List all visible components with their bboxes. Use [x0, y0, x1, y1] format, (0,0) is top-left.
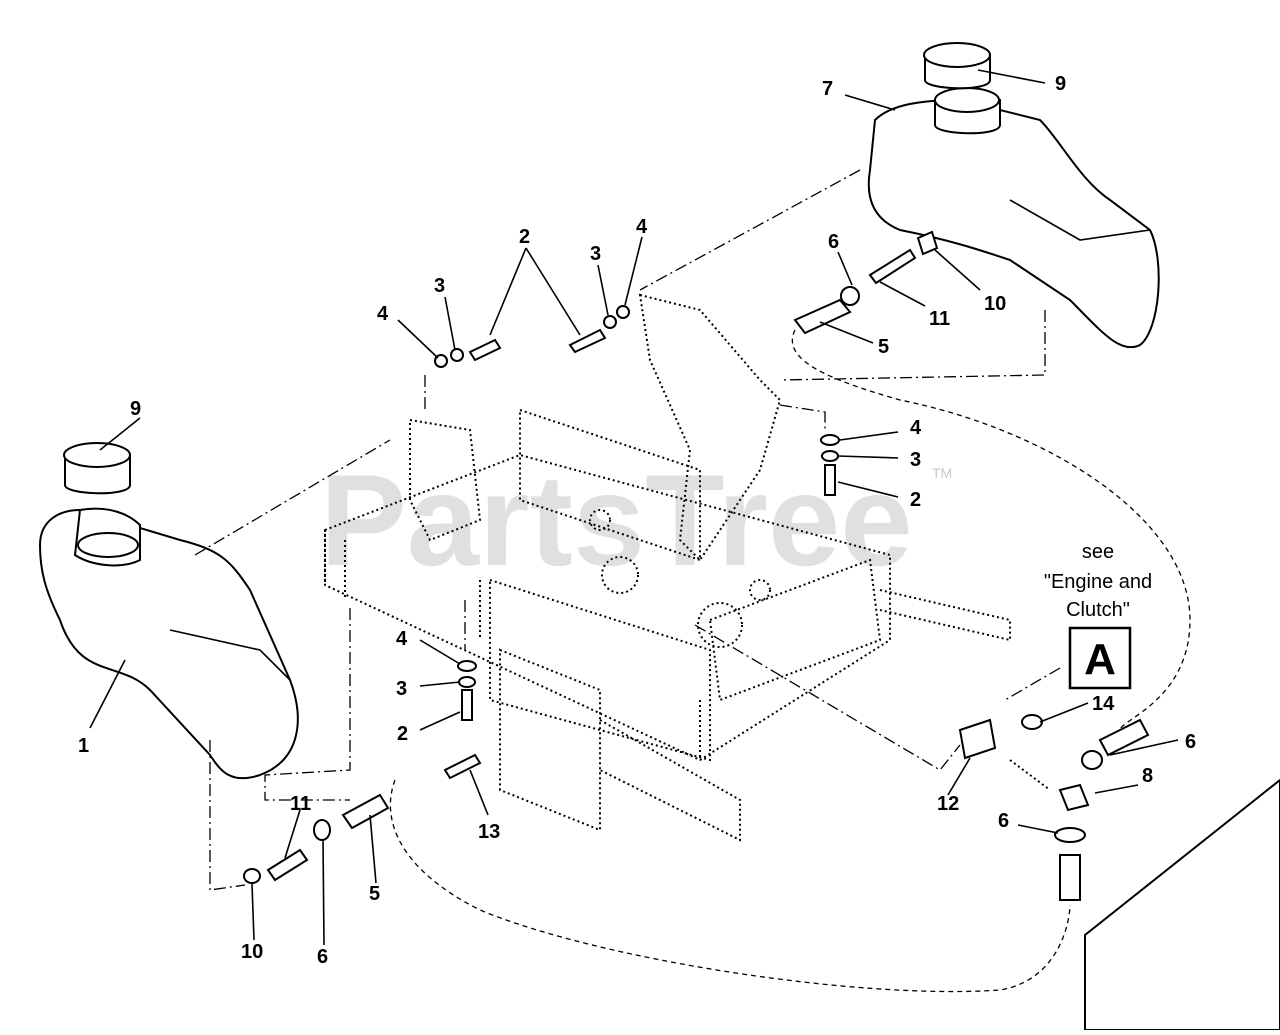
bolt-assembly-left [434, 338, 502, 368]
callout-14-nut: 14 [1092, 693, 1115, 715]
leader-lines [89, 69, 1179, 946]
callout-3-lockwasher: 3 [590, 243, 601, 265]
callout-4-washer: 4 [636, 216, 648, 238]
callout-6-clamp: 6 [317, 946, 328, 968]
reference-note-line-3: Clutch" [1066, 599, 1130, 621]
callout-3-lockwasher: 3 [910, 449, 921, 471]
watermark: PartsTree [320, 447, 913, 593]
callout-5-hose: 5 [878, 336, 889, 358]
bolt-assembly-center [568, 305, 630, 354]
callout-3-lockwasher: 3 [396, 678, 407, 700]
reference-note: see "Engine and Clutch" [1044, 541, 1152, 621]
callout-9-fuel-cap-right: 9 [1055, 73, 1066, 95]
callout-2-bolt: 2 [397, 723, 408, 745]
right-fuel-tank [867, 87, 1160, 349]
bolt-assembly-lower [443, 660, 482, 780]
bolt-assembly-right [820, 434, 840, 496]
callout-12-clip: 12 [937, 793, 959, 815]
left-fuel-fittings [243, 793, 390, 884]
reference-box: A [1068, 626, 1132, 690]
callout-11-fitting: 11 [290, 793, 311, 815]
callout-13-bolt: 13 [478, 821, 500, 843]
callout-6-clamp: 6 [998, 810, 1009, 832]
callout-3-lockwasher: 3 [434, 275, 445, 297]
callout-10-bushing: 10 [984, 293, 1006, 315]
side-panel [1084, 778, 1280, 1031]
chassis-frame [324, 293, 1011, 842]
callout-9-fuel-cap-left: 9 [130, 398, 141, 420]
callout-5-hose: 5 [369, 883, 380, 905]
watermark-trademark: TM [932, 465, 952, 481]
callout-2-bolt: 2 [910, 489, 921, 511]
callout-6-clamp: 6 [828, 231, 839, 253]
callout-10-bushing: 10 [241, 941, 263, 963]
callout-6-clamp: 6 [1185, 731, 1196, 753]
reference-note-line-1: see [1082, 541, 1114, 563]
left-fuel-cap [63, 442, 131, 495]
right-fuel-fittings [793, 230, 939, 335]
fuel-hoses [389, 329, 1191, 993]
callout-4-washer: 4 [910, 417, 922, 439]
right-fuel-cap [923, 42, 991, 90]
reference-box-letter: A [1084, 635, 1116, 684]
reference-note-line-2: "Engine and [1044, 571, 1152, 593]
callout-7-fuel-tank: 7 [822, 78, 833, 100]
callout-4-washer: 4 [396, 628, 408, 650]
callout-11-fitting: 11 [929, 308, 950, 330]
left-fuel-tank [38, 507, 299, 780]
callout-4-washer: 4 [377, 303, 389, 325]
callout-1-fuel-tank: 1 [78, 735, 89, 757]
shutoff-valve-assembly [958, 714, 1150, 901]
alignment-lines [194, 169, 1061, 891]
callouts: 1 9 9 7 4 3 2 3 4 6 11 10 5 4 3 2 4 3 2 … [78, 73, 1196, 968]
callout-8-valve: 8 [1142, 765, 1153, 787]
callout-2-bolt: 2 [519, 226, 530, 248]
